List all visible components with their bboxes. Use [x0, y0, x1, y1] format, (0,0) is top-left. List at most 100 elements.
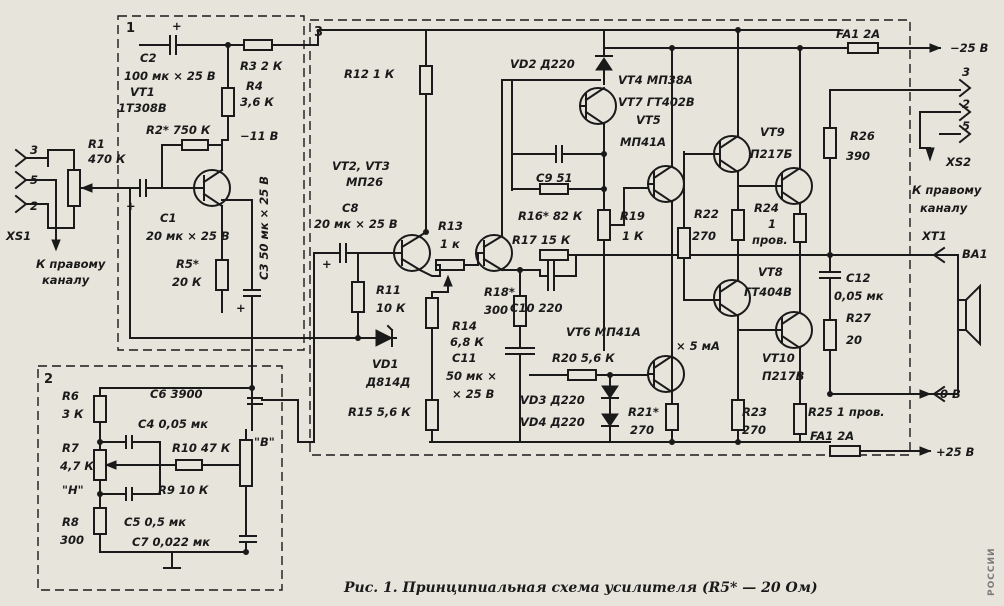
- xs1-pin-3: 3: [30, 143, 38, 157]
- vt7-label: VT7 ГТ402В: [618, 95, 695, 109]
- r23-value: 270: [742, 423, 766, 437]
- r25-resistor: [793, 403, 807, 435]
- fa1-bottom-label: FA1 2A: [810, 429, 854, 443]
- r24-note: пров.: [752, 233, 788, 247]
- xs2-label: XS2: [945, 155, 971, 169]
- r1-label: R1: [88, 137, 105, 151]
- r7-value: 4,7 К: [59, 459, 94, 473]
- r11-value: 10 К: [376, 301, 406, 315]
- c8-label: C8: [342, 201, 358, 215]
- xs2-connector: [919, 78, 972, 144]
- vd1-type: Д814Д: [365, 375, 411, 389]
- r7-potentiometer: [93, 449, 107, 481]
- r26-resistor: [823, 127, 837, 159]
- c10-label: C10 220: [510, 301, 562, 315]
- r22-resistor: [677, 227, 691, 259]
- c11-value: 50 мк ×: [446, 369, 497, 383]
- r13-value: 1 к: [440, 237, 461, 251]
- r27-resistor: [823, 319, 837, 351]
- ma5-label: × 5 мА: [676, 339, 720, 353]
- arrow-down-icon: [51, 239, 61, 252]
- r12-label: R12 1 К: [344, 67, 395, 81]
- r24-resistor: [731, 209, 745, 241]
- tone-to-b3-wire: [261, 399, 299, 443]
- speaker-icon: [957, 299, 967, 331]
- fa1-top-fuse: [847, 42, 879, 54]
- r22-value: 270: [692, 229, 716, 243]
- r6-resistor: [93, 395, 107, 423]
- c7-capacitor: [239, 535, 257, 543]
- r5-resistor: [215, 259, 229, 291]
- xs1-label: XS1: [5, 229, 31, 243]
- xs1-note-line1: К правому: [36, 257, 106, 271]
- r21-resistor: [665, 403, 679, 431]
- r21-value: 270: [630, 423, 654, 437]
- r25-label: R25 1 пров.: [808, 405, 885, 419]
- r18-label: R18*: [484, 285, 515, 299]
- r6-value: 3 К: [62, 407, 84, 421]
- c7-label: C7 0,022 мк: [132, 535, 211, 549]
- r11-resistor: [351, 281, 365, 313]
- c12-label: C12: [846, 271, 870, 285]
- r9-resistor: [175, 459, 203, 471]
- c3-label: С3 50 мк × 25 В: [257, 176, 271, 280]
- nch-label: "Н": [62, 483, 84, 497]
- fa1-top-label: FA1 2A: [836, 27, 880, 41]
- c8-value: 20 мк × 25 В: [314, 217, 398, 231]
- ba1-lead: [945, 254, 959, 395]
- r2-label: R2* 750 К: [146, 123, 211, 137]
- block-2-number: 2: [44, 372, 53, 387]
- r8-resistor: [93, 507, 107, 535]
- xs1-pin-5: 5: [30, 173, 38, 187]
- vt4-label: VT4 МП38А: [618, 73, 693, 87]
- xs1-pin-2: 2: [30, 199, 38, 213]
- vt10-label: VT10: [762, 351, 795, 365]
- r14-value: 6,8 К: [450, 335, 484, 349]
- r10-potentiometer: [239, 439, 253, 487]
- vt8-transistor: [713, 279, 751, 317]
- c11-value2: × 25 В: [452, 387, 495, 401]
- r18-value: 300: [484, 303, 508, 317]
- vd4-label: VD4 Д220: [520, 415, 585, 429]
- xs2-note-line2: каналу: [920, 201, 968, 215]
- vt9-label: VT9: [760, 125, 785, 139]
- c1-value: 20 мк × 25 В: [146, 229, 230, 243]
- c2-label: C2: [140, 51, 156, 65]
- vt23-label: VT2, VT3: [332, 159, 390, 173]
- r8-label: R8: [62, 515, 79, 529]
- block-1-number: 1: [126, 21, 135, 36]
- r11-label: R11: [376, 283, 401, 297]
- c1-label: C1: [160, 211, 176, 225]
- r19-label: R19: [620, 209, 645, 223]
- r17-resistor: [539, 249, 569, 261]
- vd2-diode: [595, 57, 613, 71]
- minus-25v-rail: [317, 29, 841, 46]
- vt5-label: VT5: [636, 113, 661, 127]
- r21-label: R21*: [628, 405, 659, 419]
- figure-caption: Рис. 1. Принципиальная схема усилителя (…: [343, 580, 818, 596]
- minus-11v-label: −11 В: [240, 129, 279, 143]
- vt3-transistor: [475, 234, 513, 272]
- r24-label: R24: [754, 201, 779, 215]
- r9-label: R9 10 К: [158, 483, 209, 497]
- vt1-type: 1Т308В: [118, 101, 167, 115]
- vt8-type: ГТ404В: [744, 285, 792, 299]
- r5-label: R5*: [176, 257, 199, 271]
- r24-value: 1: [768, 217, 776, 231]
- r12-resistor: [419, 65, 433, 95]
- ba1-label: BA1: [962, 247, 988, 261]
- c11-label: C11: [452, 351, 476, 365]
- r13-trim-arrow-icon: [443, 274, 453, 287]
- r5-value: 20 К: [172, 275, 202, 289]
- r25a-resistor: [793, 213, 807, 243]
- block-3-outline: [309, 19, 911, 456]
- vd1-label: VD1: [372, 357, 398, 371]
- c6-label: C6 3900: [150, 387, 202, 401]
- c5-label: C5 0,5 мк: [124, 515, 187, 529]
- c8-plus: +: [322, 257, 332, 271]
- c3-plus: +: [236, 301, 246, 315]
- vt23-type: МП26: [346, 175, 383, 189]
- vd1-zener-diode: [375, 329, 394, 347]
- r15-label: R15 5,6 К: [348, 405, 411, 419]
